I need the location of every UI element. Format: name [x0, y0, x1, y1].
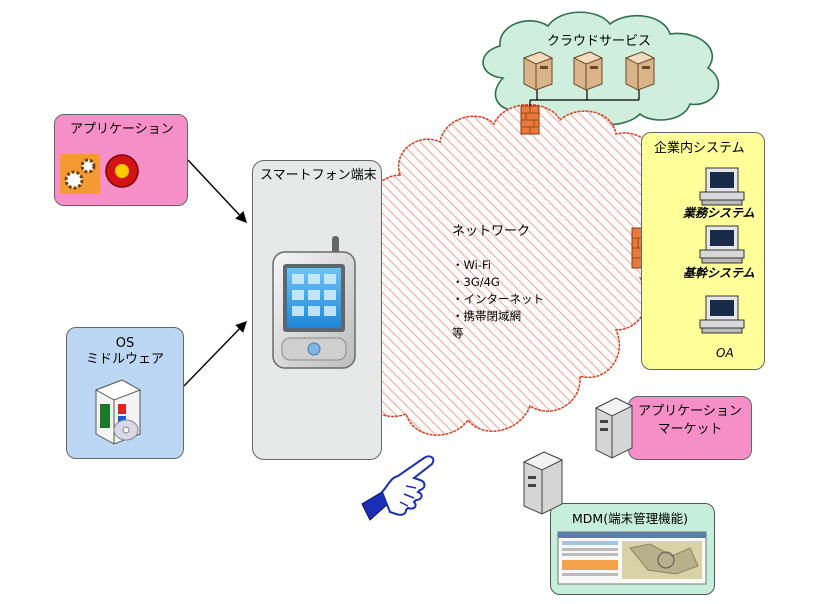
core-system-label: 基幹システム	[683, 266, 755, 280]
mdm-dashboard-thumbnail	[557, 531, 707, 585]
server-icon	[624, 51, 656, 91]
desktop-pc-icon	[699, 225, 745, 264]
network-item-closed-network: ・携帯閉域網	[452, 309, 521, 323]
enterprise-title: 企業内システム	[654, 141, 745, 156]
server-icon	[522, 51, 554, 91]
network-item-wifi: ・Wi-Fi	[452, 258, 491, 272]
application-label: アプリケーション	[70, 122, 174, 137]
server-icon	[572, 51, 604, 91]
network-item-3g4g: ・3G/4G	[452, 275, 500, 289]
network-title: ネットワーク	[452, 224, 531, 239]
middleware-label: ミドルウェア	[85, 352, 164, 367]
oa-label: OA	[716, 346, 734, 360]
app-market-line1: アプリケーション	[638, 404, 742, 419]
business-system-label: 業務システム	[683, 206, 755, 220]
desktop-pc-icon	[699, 167, 745, 206]
smartphone-label: スマートフォン端末	[260, 168, 377, 183]
desktop-pc-icon	[699, 295, 745, 334]
os-label: OS	[115, 336, 135, 351]
app-market-box	[628, 396, 752, 460]
cloud-service-label: クラウドサービス	[547, 34, 652, 49]
arrow-os-to-phone	[183, 320, 247, 387]
arrow-app-to-phone	[187, 159, 247, 224]
firewall-icon-cloud	[520, 105, 540, 135]
network-item-etc: 等	[452, 326, 464, 340]
mdm-label: MDM(端末管理機能)	[572, 511, 688, 526]
app-market-line2: マーケット	[657, 422, 723, 437]
network-item-internet: ・インターネット	[452, 292, 544, 306]
